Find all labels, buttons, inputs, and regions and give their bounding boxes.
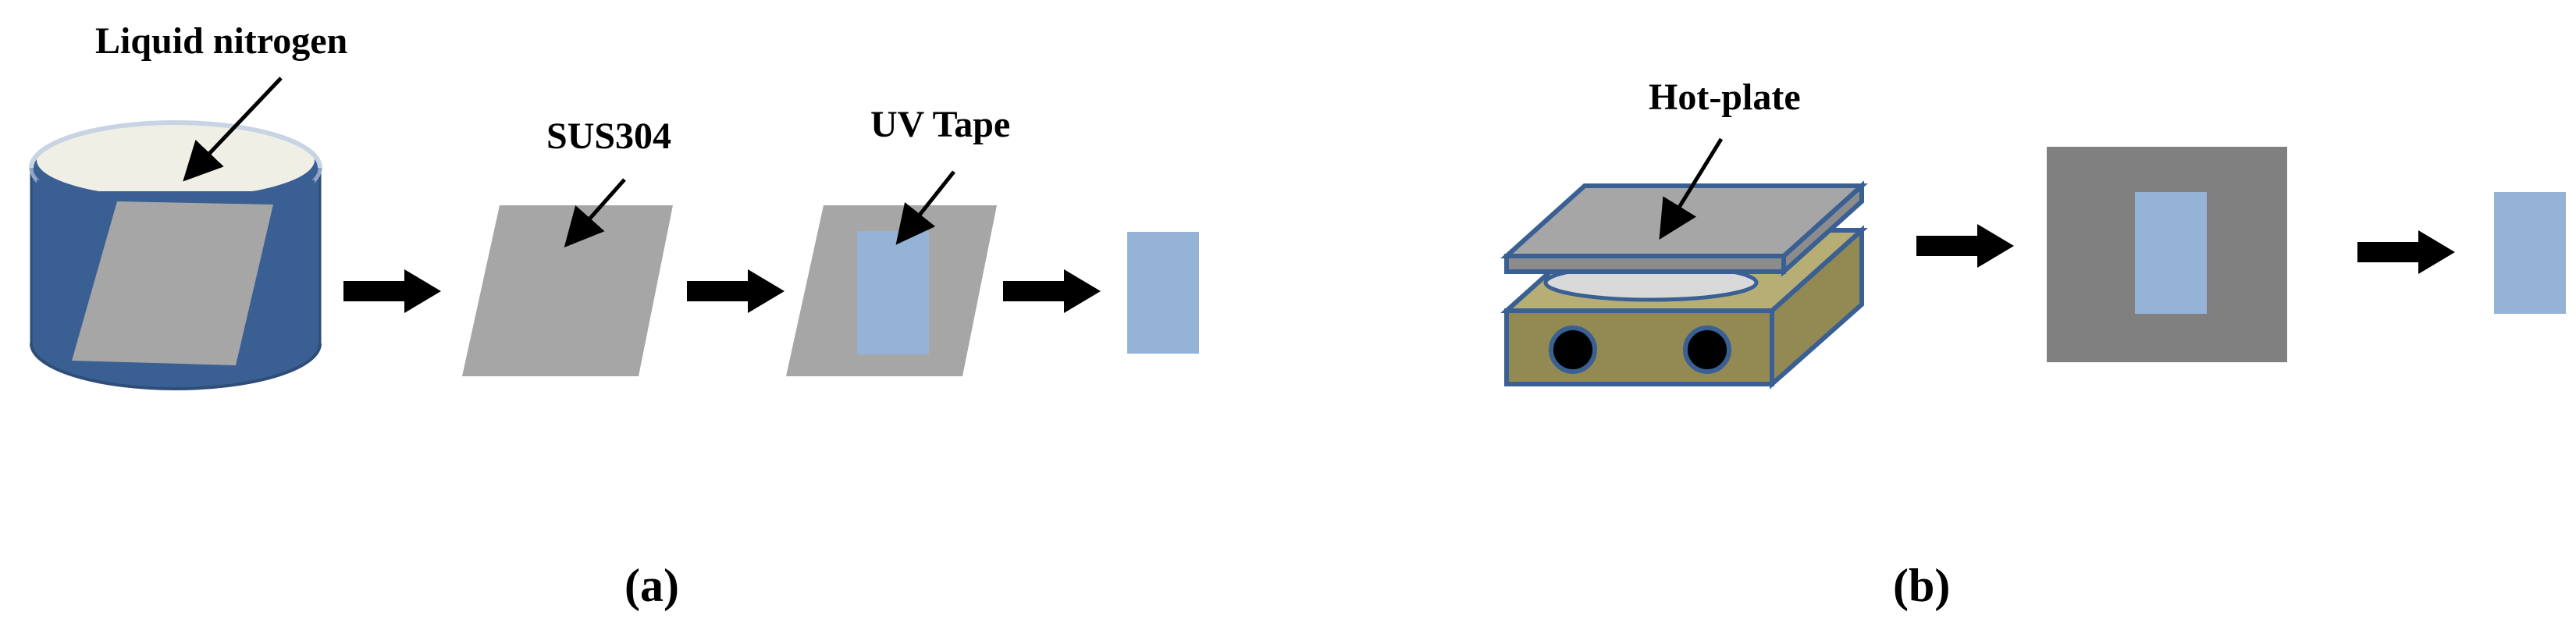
liquid-nitrogen-label: Liquid nitrogen bbox=[95, 20, 347, 62]
uv-tape-sample bbox=[1127, 232, 1199, 354]
panel-a: Liquid nitrogen SUS304 UV Tape bbox=[29, 20, 1199, 611]
sus304-label: SUS304 bbox=[546, 116, 671, 157]
sus304-sheet bbox=[462, 205, 673, 376]
uv-tape-piece bbox=[2135, 192, 2207, 314]
hot-plate bbox=[1500, 180, 1868, 390]
knob-left bbox=[1549, 326, 1597, 374]
uv-tape-piece bbox=[857, 231, 929, 354]
uv-tape-label: UV Tape bbox=[870, 104, 1010, 145]
pointer-arrow-icon bbox=[183, 77, 283, 182]
pointer-arrow-icon bbox=[564, 178, 626, 247]
panel-b-caption: (b) bbox=[1893, 560, 1950, 611]
sheet-with-uv-tape bbox=[786, 205, 997, 376]
hot-plate-label: Hot-plate bbox=[1649, 77, 1801, 118]
right-arrow-icon bbox=[343, 269, 441, 313]
pointer-arrow-icon bbox=[1659, 137, 1724, 240]
right-arrow-icon bbox=[2357, 230, 2455, 274]
right-arrow-icon bbox=[1003, 269, 1101, 313]
panel-a-caption: (a) bbox=[624, 560, 679, 611]
panel-b: Hot-plate (b) bbox=[1500, 77, 2566, 611]
right-arrow-icon bbox=[687, 269, 785, 313]
uv-tape-sample bbox=[2494, 192, 2566, 314]
heated-sample-on-plate bbox=[2047, 147, 2287, 362]
immersed-steel-sheet bbox=[72, 201, 273, 365]
pointer-arrow-icon bbox=[895, 170, 955, 245]
right-arrow-icon bbox=[1916, 224, 2014, 268]
liquid-nitrogen-container bbox=[29, 120, 322, 390]
knob-right bbox=[1683, 326, 1731, 374]
